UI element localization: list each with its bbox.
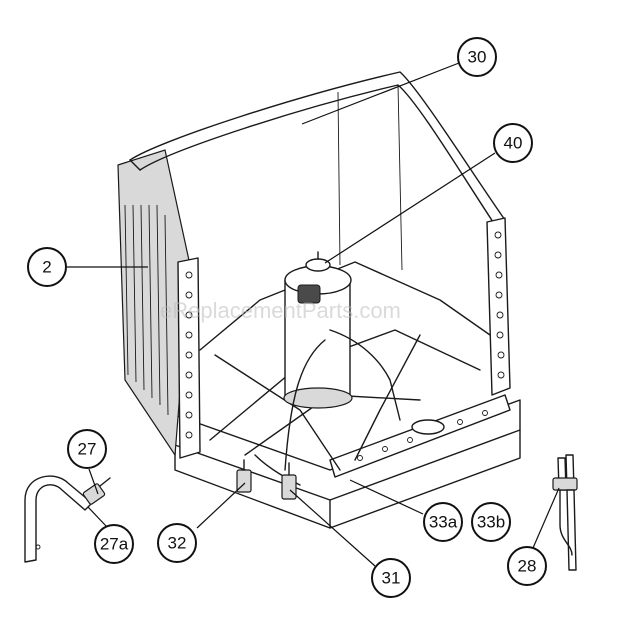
leader-32 <box>196 482 246 529</box>
callout-31[interactable]: 31 <box>371 558 411 598</box>
part-28-drawing <box>552 454 578 571</box>
watermark-text: eReplacementParts.com <box>160 298 401 323</box>
callout-2[interactable]: 2 <box>27 247 67 287</box>
callout-27a-label: 27a <box>100 535 129 554</box>
callout-27a[interactable]: 27a <box>94 524 134 564</box>
callout-32-label: 32 <box>168 534 187 553</box>
callout-33a[interactable]: 33a <box>423 502 463 542</box>
callout-31-label: 31 <box>382 569 401 588</box>
callout-30-label: 30 <box>468 48 487 67</box>
leader-lines <box>67 62 560 567</box>
condenser-unit-drawing <box>117 71 521 529</box>
leader-27 <box>88 468 99 495</box>
tube-sheet-holes-left <box>185 271 193 439</box>
leader-28 <box>532 487 560 549</box>
callout-40[interactable]: 40 <box>493 123 533 163</box>
callout-33b[interactable]: 33b <box>471 502 511 542</box>
part-27-fitting-drawing <box>24 475 111 563</box>
callout-28-label: 28 <box>518 557 537 576</box>
tube-sheet-holes-right <box>494 231 505 379</box>
callout-32[interactable]: 32 <box>157 523 197 563</box>
callout-2-label: 2 <box>42 258 51 277</box>
callout-28[interactable]: 28 <box>507 546 547 586</box>
callout-27[interactable]: 27 <box>67 429 107 469</box>
leader-33 <box>349 479 424 515</box>
leader-27a <box>87 506 108 528</box>
callout-33a-label: 33a <box>429 513 458 532</box>
leader-31 <box>289 489 376 567</box>
callout-27-label: 27 <box>78 440 97 459</box>
coil-fins <box>124 204 169 416</box>
compressor <box>283 251 353 409</box>
callout-30[interactable]: 30 <box>457 37 497 77</box>
callout-40-label: 40 <box>504 134 523 153</box>
callout-33b-label: 33b <box>477 513 505 532</box>
leader-30 <box>301 62 460 125</box>
leader-40 <box>324 152 496 264</box>
